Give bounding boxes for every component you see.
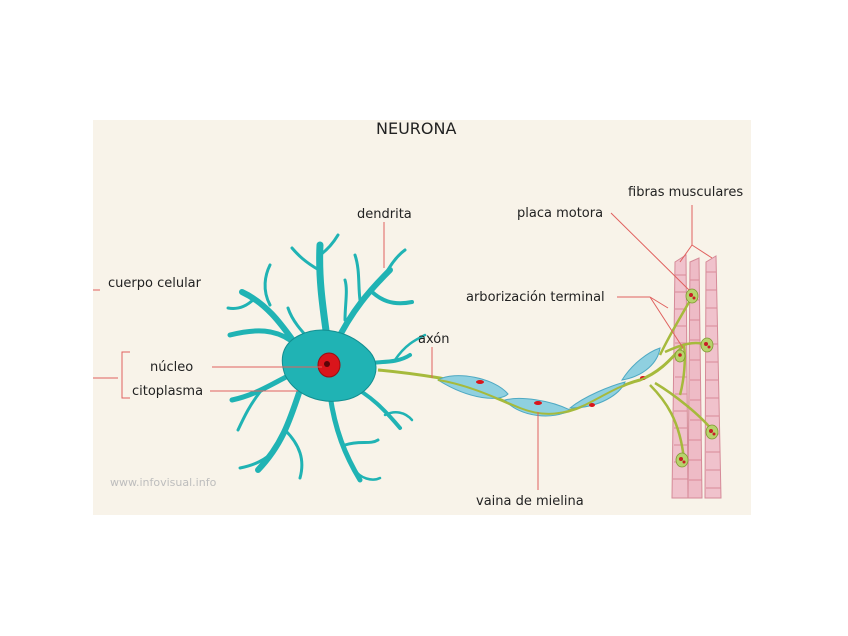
myelin-sheath xyxy=(437,347,661,417)
label-fibras-musculares: fibras musculares xyxy=(628,185,743,200)
diagram-background xyxy=(93,120,751,515)
motor-end-plates xyxy=(674,288,719,468)
label-arborizacion-terminal: arborización terminal xyxy=(466,290,605,305)
terminal-arborization xyxy=(649,294,713,461)
leader-lines xyxy=(93,205,713,490)
watermark: www.infovisual.info xyxy=(110,476,217,489)
label-cuerpo-celular: cuerpo celular xyxy=(108,276,202,291)
diagram-title: NEURONA xyxy=(376,119,456,138)
label-vaina-de-mielina: vaina de mielina xyxy=(476,494,584,509)
label-dendrita: dendrita xyxy=(357,207,412,222)
label-placa-motora: placa motora xyxy=(517,206,603,221)
label-nucleo: núcleo xyxy=(150,360,193,375)
axon-core xyxy=(437,344,685,415)
cell-body xyxy=(226,233,427,483)
nucleolus xyxy=(324,361,330,367)
label-axon: axón xyxy=(418,332,449,347)
label-citoplasma: citoplasma xyxy=(132,384,203,399)
